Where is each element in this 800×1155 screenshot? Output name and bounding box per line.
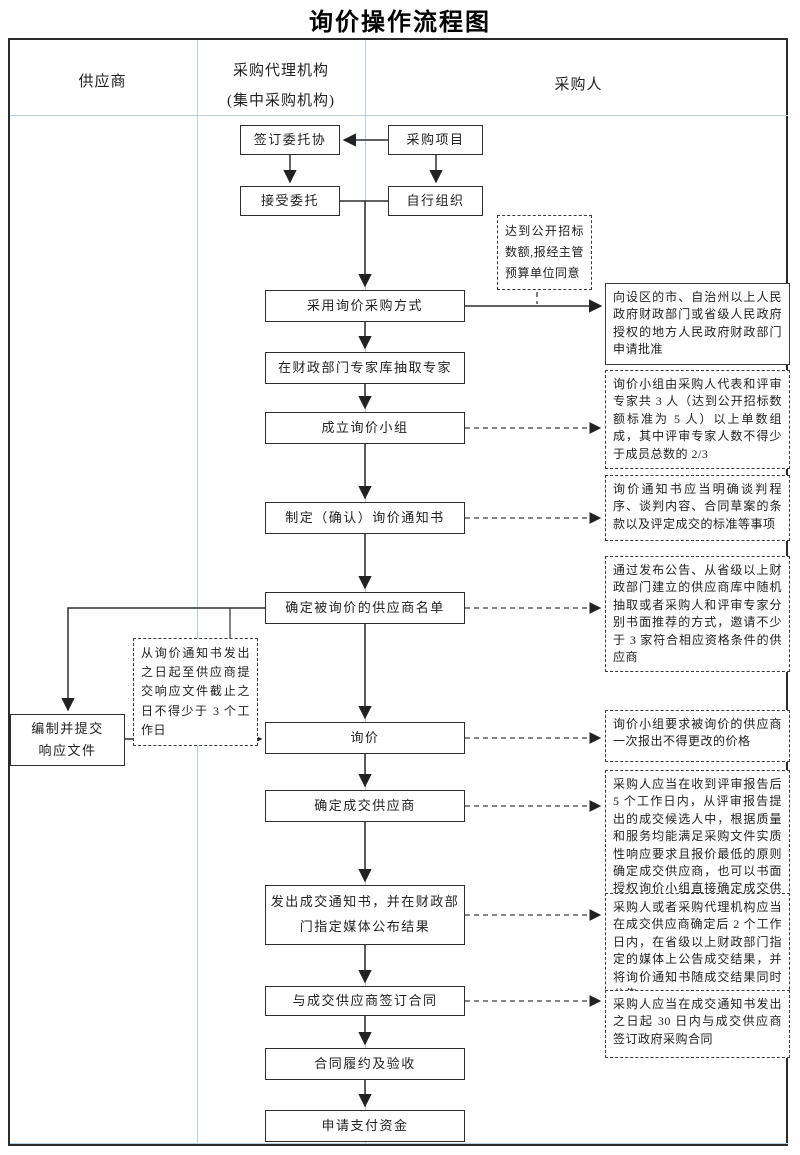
note-reach-threshold: 达到公开招标数额,报经主管预算单位同意: [497, 215, 592, 290]
lane-header-agency: 采购代理机构 (集中采购机构): [197, 56, 365, 116]
node-sign-agreement: 签订委托协: [240, 125, 340, 155]
node-inquiry: 询价: [265, 722, 465, 754]
note-group-composition: 询价小组由采购人代表和评审专家共 3 人（达到公开招标数额标准为 5 人）以上单…: [605, 370, 790, 469]
node-prepare-response: 编制并提交 响应文件: [10, 714, 125, 766]
node-accept-entrust: 接受委托: [240, 186, 340, 216]
node-sign-contract: 与成交供应商签订合同: [265, 986, 465, 1016]
header-divider-line: [10, 115, 788, 116]
node-apply-payment: 申请支付资金: [265, 1110, 465, 1142]
lane-header-agency-line2: (集中采购机构): [227, 93, 335, 109]
node-prepare-response-line1: 编制并提交: [31, 720, 104, 736]
note-approval: 向设区的市、自治州以上人民政府财政部门或省级人民政府授权的地方人民政府财政部门申…: [605, 283, 790, 365]
footer-divider-line: [10, 1143, 788, 1144]
node-purchase-project: 采购项目: [388, 125, 483, 155]
node-prepare-response-line2: 响应文件: [38, 743, 97, 758]
lane-header-supplier: 供应商: [78, 74, 127, 90]
page-title: 询价操作流程图: [309, 10, 491, 36]
node-fulfill-contract: 合同履约及验收: [265, 1048, 465, 1080]
node-adopt-inquiry: 采用询价采购方式: [265, 290, 465, 322]
node-self-organize: 自行组织: [388, 186, 483, 216]
note-invite-suppliers: 通过发布公告、从省级以上财政部门建立的供应商库中随机抽取或者采购人和评审专家分别…: [605, 556, 790, 673]
lane-header-purchaser: 采购人: [554, 77, 603, 93]
node-make-notice: 制定（确认）询价通知书: [265, 502, 465, 534]
note-announce-rule: 采购人或者采购代理机构应当在成交供应商确定后 2 个工作日内，在省级以上财政部门…: [605, 893, 790, 1010]
node-extract-experts: 在财政部门专家库抽取专家: [265, 352, 465, 384]
note-one-quote: 询价小组要求被询价的供应商一次报出不得更改的价格: [605, 710, 790, 762]
column-divider-1: [197, 40, 198, 1144]
node-determine-deal: 确定成交供应商: [265, 790, 465, 822]
note-contract-rule: 采购人应当在成交通知书发出之日起 30 日内与成交供应商签订政府采购合同: [605, 990, 790, 1058]
node-determine-suppliers: 确定被询价的供应商名单: [265, 592, 465, 624]
node-issue-notice: 发出成交通知书，并在财政部门指定媒体公布结果: [265, 885, 465, 945]
note-notice-content: 询价通知书应当明确谈判程序、谈判内容、合同草案的条款以及评定成交的标准等事项: [605, 475, 790, 541]
lane-header-agency-line1: 采购代理机构: [232, 63, 329, 79]
line-suppliers-to-prepare: [67, 607, 265, 710]
note-min-days: 从询价通知书发出之日起至供应商提交响应文件截止之日不得少于 3 个工作日: [133, 638, 258, 746]
node-form-group: 成立询价小组: [265, 412, 465, 444]
